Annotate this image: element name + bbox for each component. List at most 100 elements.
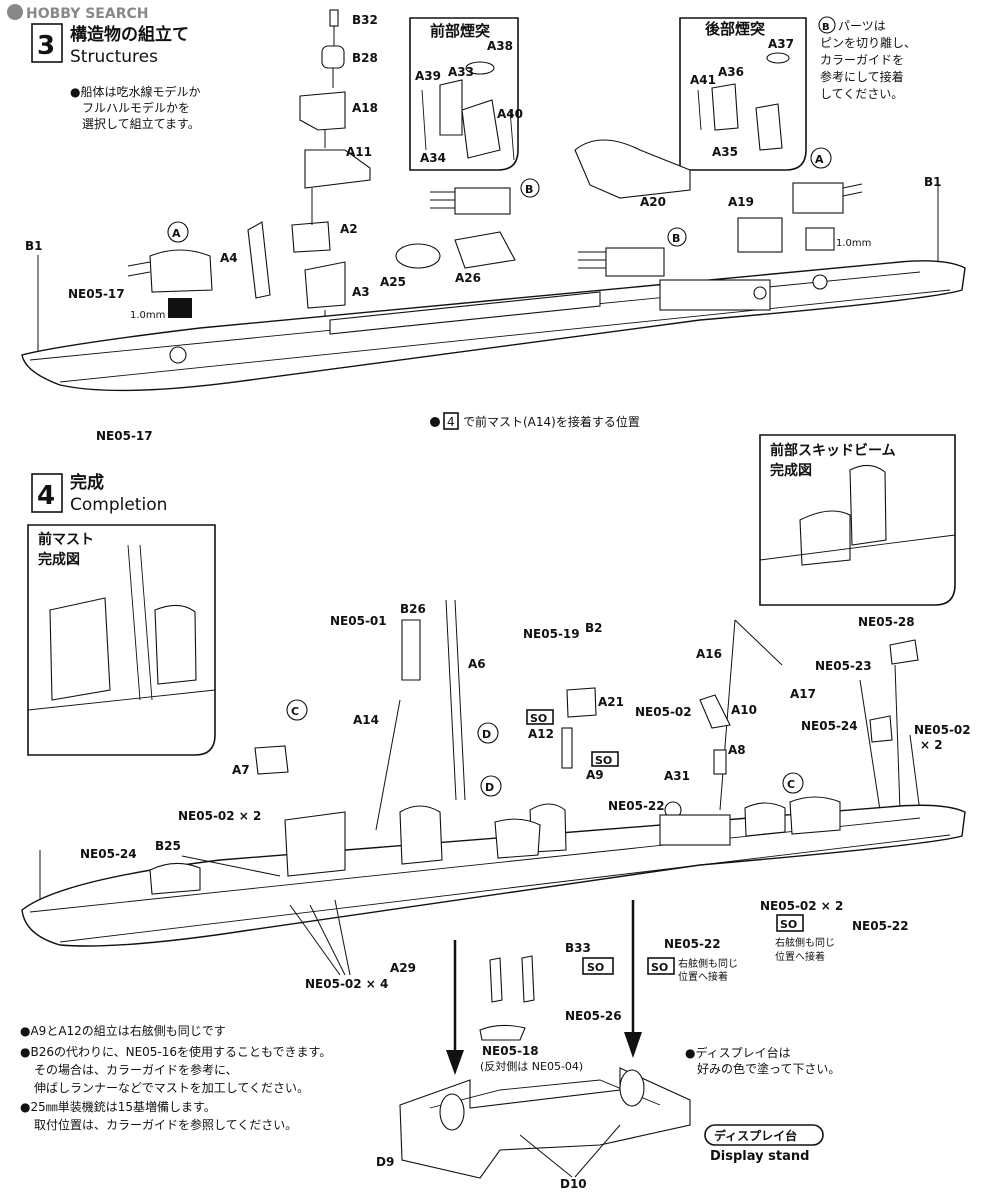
svg-text:NE05-23: NE05-23 (815, 659, 872, 673)
svg-text:A6: A6 (468, 657, 486, 671)
svg-text:ピンを切り離し、: ピンを切り離し、 (820, 36, 916, 50)
svg-text:B25: B25 (155, 839, 181, 853)
svg-text:A17: A17 (790, 687, 816, 701)
svg-text:A41: A41 (690, 73, 716, 87)
svg-text:選択して組立てます。: 選択して組立てます。 (82, 116, 200, 131)
svg-text:完成図: 完成図 (770, 462, 812, 479)
svg-text:位置へ接着: 位置へ接着 (775, 950, 825, 963)
svg-text:SO: SO (780, 918, 797, 931)
svg-text:B26: B26 (400, 602, 426, 616)
step4-header: 4 完成 Completion (31, 472, 167, 515)
svg-text:A12: A12 (528, 727, 554, 741)
svg-text:B28: B28 (352, 51, 378, 65)
svg-text:A16: A16 (696, 647, 722, 661)
bridge-parts-stack: B32 B28 A18 A11 A2 A4 A3 (220, 9, 378, 330)
watermark-text: HOBBY SEARCH (26, 6, 148, 22)
svg-text:D: D (485, 781, 494, 794)
svg-text:D: D (482, 728, 491, 741)
svg-text:4: 4 (447, 415, 455, 429)
svg-text:A7: A7 (232, 763, 250, 777)
svg-text:NE05-28: NE05-28 (858, 615, 915, 629)
svg-text:NE05-02: NE05-02 (914, 723, 971, 737)
svg-text:1.0mm: 1.0mm (130, 310, 165, 321)
svg-text:A9: A9 (586, 768, 604, 782)
svg-text:位置へ接着: 位置へ接着 (678, 970, 728, 983)
svg-text:A25: A25 (380, 275, 406, 289)
svg-text:好みの色で塗って下さい。: 好みの色で塗って下さい。 (697, 1061, 840, 1076)
svg-text:D10: D10 (560, 1177, 587, 1191)
svg-text:NE05-02: NE05-02 (635, 705, 692, 719)
step4-title-en: Completion (70, 495, 167, 515)
svg-text:B1: B1 (924, 175, 942, 189)
step4-lower-labels: NE05-02 × 2 NE05-24 B25 A29 NE05-02 × 4 … (80, 809, 909, 1073)
svg-text:SO: SO (530, 712, 547, 725)
svg-text:その場合は、カラーガイドを参考に、: その場合は、カラーガイドを参考に、 (34, 1062, 238, 1077)
display-stand-label: ディスプレイ台 Display stand (704, 1124, 824, 1164)
svg-text:A29: A29 (390, 961, 416, 975)
svg-text:B: B (672, 232, 680, 245)
svg-text:A31: A31 (664, 769, 690, 783)
step3-header: 3 構造物の組立て Structures (31, 23, 189, 67)
svg-text:A2: A2 (340, 222, 358, 236)
step3-upper-parts: B A26 A25 A20 A19 B A 1.0mm B1 (380, 139, 942, 289)
svg-text:A11: A11 (346, 145, 372, 159)
svg-text:× 2: × 2 (920, 738, 943, 752)
svg-text:NE05-18: NE05-18 (482, 1044, 539, 1058)
display-stand: D9 D10 (376, 1067, 691, 1191)
svg-text:完成図: 完成図 (38, 551, 80, 568)
svg-text:B32: B32 (352, 13, 378, 27)
svg-text:D9: D9 (376, 1155, 394, 1169)
svg-text:Display stand: Display stand (710, 1149, 809, 1164)
svg-text:NE05-02 × 2: NE05-02 × 2 (178, 809, 261, 823)
svg-text:A19: A19 (728, 195, 754, 209)
watermark-logo: HOBBY SEARCH (7, 4, 148, 22)
svg-text:SO: SO (587, 961, 604, 974)
svg-text:A40: A40 (497, 107, 523, 121)
svg-text:B2: B2 (585, 621, 603, 635)
svg-text:●25㎜単装機銃は15基増備します。: ●25㎜単装機銃は15基増備します。 (20, 1099, 216, 1114)
svg-text:A8: A8 (728, 743, 746, 757)
step4-hull (21, 796, 966, 947)
svg-text:●B26の代わりに、NE05-16を使用することもできます。: ●B26の代わりに、NE05-16を使用することもできます。 (20, 1044, 331, 1059)
svg-text:A10: A10 (731, 703, 757, 717)
svg-text:A33: A33 (448, 65, 474, 79)
step3-fwd-turret: A 1.0mm B1 NE05-17 NE05-17 (25, 221, 213, 443)
svg-text:NE05-17: NE05-17 (96, 429, 153, 443)
aft-funnel-box: 後部煙突 A37 A36 A41 A35 (679, 17, 807, 171)
svg-text:(反対側は NE05-04): (反対側は NE05-04) (480, 1059, 583, 1073)
svg-text:●船体は吃水線モデルか: ●船体は吃水線モデルか (70, 84, 200, 99)
svg-text:してください。: してください。 (820, 87, 903, 101)
svg-text:前部煙突: 前部煙突 (430, 22, 490, 40)
svg-text:A14: A14 (353, 713, 379, 727)
svg-text:A26: A26 (455, 271, 481, 285)
svg-text:NE05-26: NE05-26 (565, 1009, 622, 1023)
svg-text:NE05-22: NE05-22 (852, 919, 909, 933)
svg-text:A20: A20 (640, 195, 666, 209)
display-stand-note: ●ディスプレイ台は 好みの色で塗って下さい。 (685, 1045, 840, 1076)
svg-text:A36: A36 (718, 65, 744, 79)
svg-text:NE05-19: NE05-19 (523, 627, 580, 641)
svg-text:ディスプレイ台: ディスプレイ台 (714, 1128, 797, 1143)
fwd-funnel-box: 前部煙突 A38 A39 A33 A40 A34 (409, 17, 523, 171)
svg-text:右舷側も同じ: 右舷側も同じ (678, 957, 738, 970)
svg-text:A18: A18 (352, 101, 378, 115)
svg-text:SO: SO (595, 754, 612, 767)
svg-text:NE05-02 × 4: NE05-02 × 4 (305, 977, 388, 991)
svg-text:前マスト: 前マスト (38, 531, 94, 548)
svg-text:C: C (787, 778, 795, 791)
svg-text:C: C (291, 705, 299, 718)
step3-title-jp: 構造物の組立て (70, 24, 189, 45)
svg-text:NE05-01: NE05-01 (330, 614, 387, 628)
b-parts-note: B パーツは ピンを切り離し、 カラーガイドを 参考にして接着 してください。 (818, 16, 916, 101)
svg-text:NE05-17: NE05-17 (68, 287, 125, 301)
svg-text:NE05-24: NE05-24 (80, 847, 137, 861)
mast-position-note: 4 で前マスト(A14)を接着する位置 (430, 412, 640, 430)
svg-text:A34: A34 (420, 151, 446, 165)
svg-text:●A9とA12の組立は右舷側も同じです: ●A9とA12の組立は右舷側も同じです (20, 1023, 226, 1038)
step4-number: 4 (37, 481, 55, 511)
svg-text:A39: A39 (415, 69, 441, 83)
svg-text:A38: A38 (487, 39, 513, 53)
svg-text:1.0mm: 1.0mm (836, 238, 871, 249)
svg-text:B: B (525, 183, 533, 196)
